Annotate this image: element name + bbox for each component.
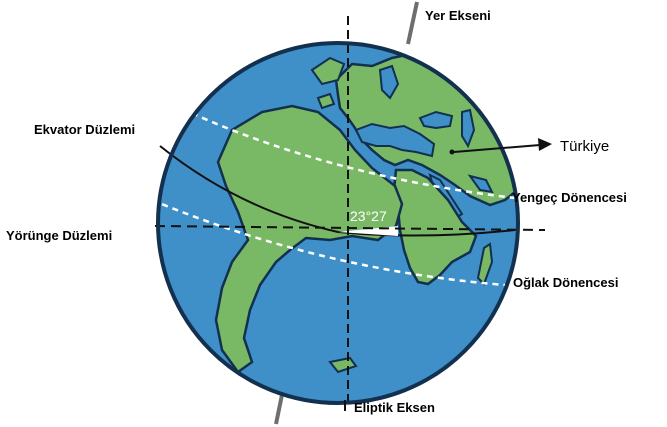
earth-axis-label: Yer Ekseni [425, 8, 491, 23]
turkey-label: Türkiye [560, 138, 609, 155]
greenland [310, 56, 346, 86]
mediterranean-sea [354, 122, 436, 158]
equator-line [159, 145, 516, 237]
turkey-marker [449, 149, 455, 155]
tilt-angle-label: 23°27 [350, 208, 387, 224]
orbit-plane-label: Yörünge Düzlemi [6, 228, 112, 243]
capricorn-tropic-label: Oğlak Dönencesi [513, 275, 618, 290]
south-america-landmass [214, 104, 404, 374]
cancer-tropic-label: Yengeç Dönencesi [512, 190, 627, 205]
earth-axis-top-stub [406, 1, 419, 45]
caspian-sea [461, 108, 476, 149]
capricorn-tropic-line [158, 198, 506, 287]
baltic-sea [378, 64, 400, 100]
orbit-plane-line [154, 225, 546, 231]
turkey-arrow-head [538, 138, 552, 151]
madagascar [476, 242, 494, 286]
black-sea [418, 110, 454, 130]
continents [214, 50, 518, 374]
ecliptic-axis-label: Eliptik Eksen [354, 400, 435, 415]
equator-plane-label: Ekvator Düzlemi [34, 122, 135, 137]
africa-landmass [392, 168, 478, 286]
falkland-island [328, 356, 358, 374]
turkey-arrow-line [453, 144, 541, 153]
persian-gulf [467, 174, 494, 194]
globe-rim [156, 41, 520, 405]
cancer-tropic-line [171, 102, 516, 200]
iceland [316, 92, 336, 110]
